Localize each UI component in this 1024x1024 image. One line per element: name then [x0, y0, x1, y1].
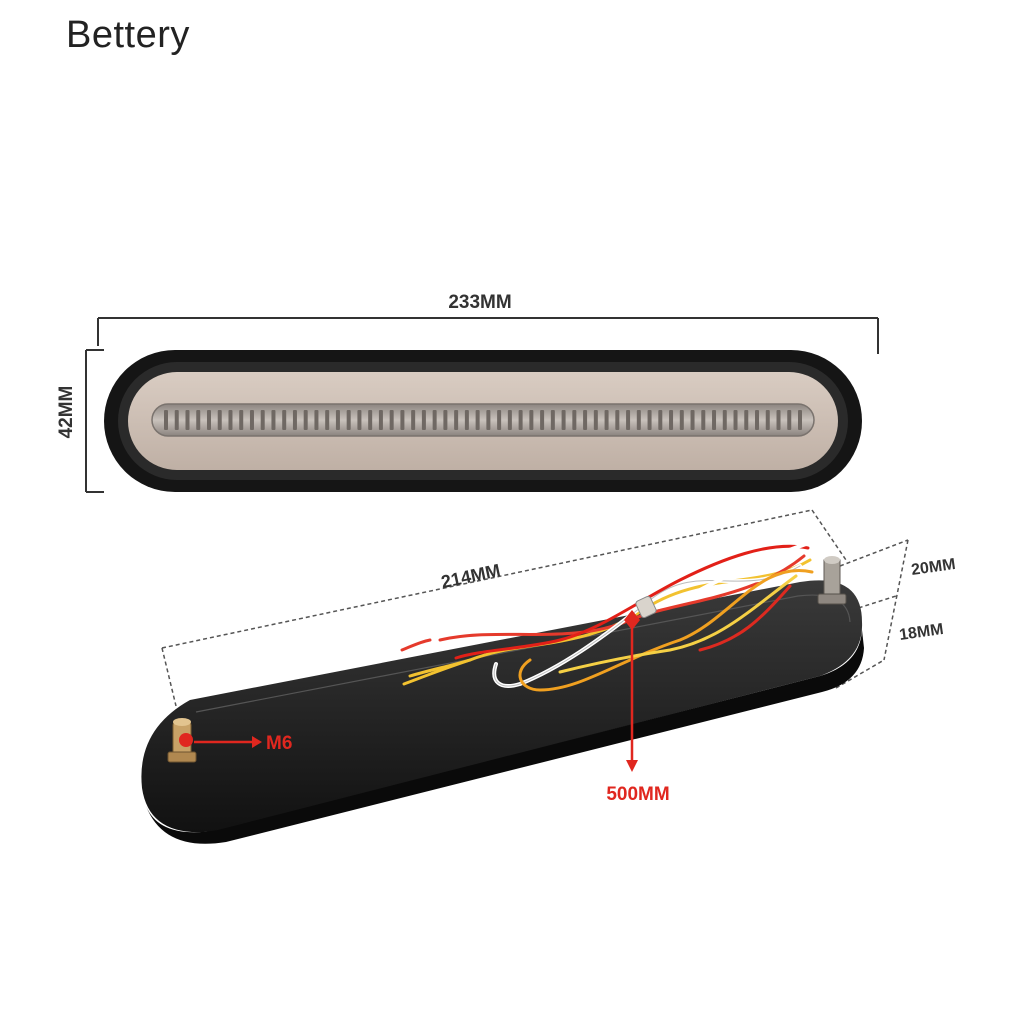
led-segment — [701, 410, 706, 430]
top-length-label: 233MM — [448, 292, 511, 313]
led-segment — [185, 410, 190, 430]
led-segment — [217, 410, 222, 430]
brand-name: Bettery — [66, 14, 190, 56]
led-segment — [636, 410, 641, 430]
led-segment — [798, 410, 802, 430]
led-segment — [722, 410, 727, 430]
led-segment — [271, 410, 276, 430]
led-segment — [346, 410, 351, 430]
led-segment — [507, 410, 512, 430]
led-segment — [626, 410, 631, 430]
led-segment — [282, 410, 287, 430]
led-segment — [389, 410, 394, 430]
top-height-dimension — [85, 349, 104, 493]
led-segment — [325, 410, 330, 430]
lamp-front-view: 233MM 42MM — [56, 292, 879, 493]
led-segment — [249, 410, 254, 430]
led-segment — [464, 410, 469, 430]
lamp-base-plate — [141, 580, 863, 833]
led-segment — [486, 410, 491, 430]
led-segment — [658, 410, 663, 430]
led-segment — [411, 410, 416, 430]
bottom-height-upper-label: 20MM — [910, 556, 956, 579]
led-segment — [615, 410, 620, 430]
wire-bundle-icon — [400, 542, 814, 692]
led-segment — [206, 410, 211, 430]
led-segment — [647, 410, 652, 430]
led-segment — [572, 410, 577, 430]
led-segment — [604, 410, 609, 430]
led-segment — [765, 410, 770, 430]
led-segment — [239, 410, 244, 430]
led-segment — [690, 410, 695, 430]
led-segments — [164, 410, 802, 430]
led-segment — [540, 410, 545, 430]
top-height-label: 42MM — [56, 386, 77, 439]
led-segment — [260, 410, 265, 430]
led-segment — [497, 410, 502, 430]
lamp-back-view: 214MM 20MM 18MM — [141, 509, 957, 844]
led-segment — [561, 410, 566, 430]
led-segment — [454, 410, 459, 430]
led-segment — [368, 410, 373, 430]
bolt-icon — [817, 556, 847, 605]
cable-label: 500MM — [606, 784, 669, 805]
led-segment — [292, 410, 297, 430]
led-segment — [400, 410, 405, 430]
led-segment — [744, 410, 749, 430]
led-segment — [529, 410, 534, 430]
led-segment — [164, 410, 168, 430]
led-segment — [593, 410, 598, 430]
led-segment — [583, 410, 588, 430]
led-segment — [669, 410, 674, 430]
top-width-dimension — [97, 317, 879, 354]
bolt-label: M6 — [266, 733, 292, 754]
led-segment — [733, 410, 738, 430]
led-segment — [776, 410, 781, 430]
bottom-length-dimension — [161, 509, 847, 707]
led-segment — [314, 410, 319, 430]
led-segment — [303, 410, 308, 430]
led-segment — [196, 410, 201, 430]
bolt-icon — [167, 718, 197, 763]
bottom-height-lower-label: 18MM — [898, 621, 944, 644]
led-segment — [475, 410, 480, 430]
bolt-callout — [194, 736, 262, 748]
led-segment — [712, 410, 717, 430]
led-segment — [378, 410, 383, 430]
led-segment — [432, 410, 437, 430]
led-segment — [679, 410, 684, 430]
led-segment — [357, 410, 362, 430]
led-segment — [755, 410, 760, 430]
led-segment — [518, 410, 523, 430]
led-segment — [787, 410, 792, 430]
bottom-length-label: 214MM — [439, 560, 502, 592]
led-segment — [421, 410, 426, 430]
cable-callout — [624, 610, 640, 772]
led-segment — [335, 410, 340, 430]
led-segment — [228, 410, 233, 430]
led-segment — [443, 410, 448, 430]
led-segment — [174, 410, 179, 430]
led-segment — [550, 410, 555, 430]
